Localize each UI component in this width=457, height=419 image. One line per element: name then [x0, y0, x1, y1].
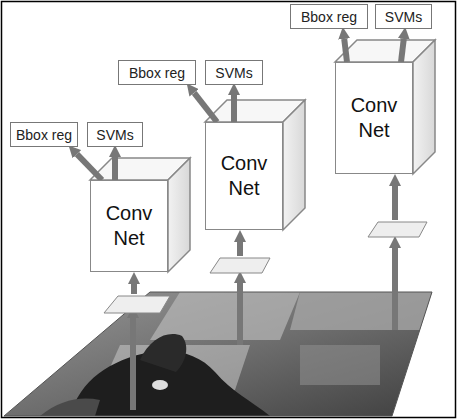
convnet-cube: Conv Net [90, 180, 168, 272]
region-arrow [131, 284, 137, 294]
network-label: Conv Net [99, 201, 159, 251]
region-patch [368, 222, 427, 237]
region-arrow [237, 242, 243, 256]
region-arrow [392, 248, 398, 330]
cube-side [283, 100, 305, 230]
region-arrow [237, 283, 243, 345]
convnet-cube: Conv Net [335, 62, 413, 174]
convnet-cube: Conv Net [205, 122, 283, 230]
photo [0, 285, 457, 419]
arrow-connector [194, 93, 217, 122]
arrow-connector [231, 95, 237, 122]
output-label: Bbox reg [16, 127, 72, 143]
arrow-connector [401, 39, 404, 62]
region-arrow [392, 186, 398, 220]
region-patch [104, 296, 170, 313]
arrow-connector [344, 39, 347, 62]
output-label: Bbox reg [301, 9, 357, 25]
region-arrow [130, 318, 136, 410]
bbox-reg-box: Bbox reg [118, 60, 196, 85]
photo-border [4, 292, 432, 416]
output-label: SVMs [385, 9, 422, 25]
arrow-connector [77, 154, 102, 180]
bbox-reg-box: Bbox reg [10, 122, 78, 147]
svm-box: SVMs [205, 60, 263, 85]
network-label: Conv Net [214, 151, 274, 201]
output-label: SVMs [215, 65, 252, 81]
output-label: SVMs [96, 127, 133, 143]
region-patch [210, 258, 270, 273]
svm-box: SVMs [87, 122, 143, 147]
cube-side [413, 40, 435, 174]
svm-box: SVMs [375, 4, 432, 29]
arrow-connector [112, 157, 118, 180]
output-label: Bbox reg [129, 65, 185, 81]
bbox-reg-box: Bbox reg [290, 4, 368, 29]
cube-side [168, 158, 190, 272]
network-label: Conv Net [344, 93, 404, 143]
